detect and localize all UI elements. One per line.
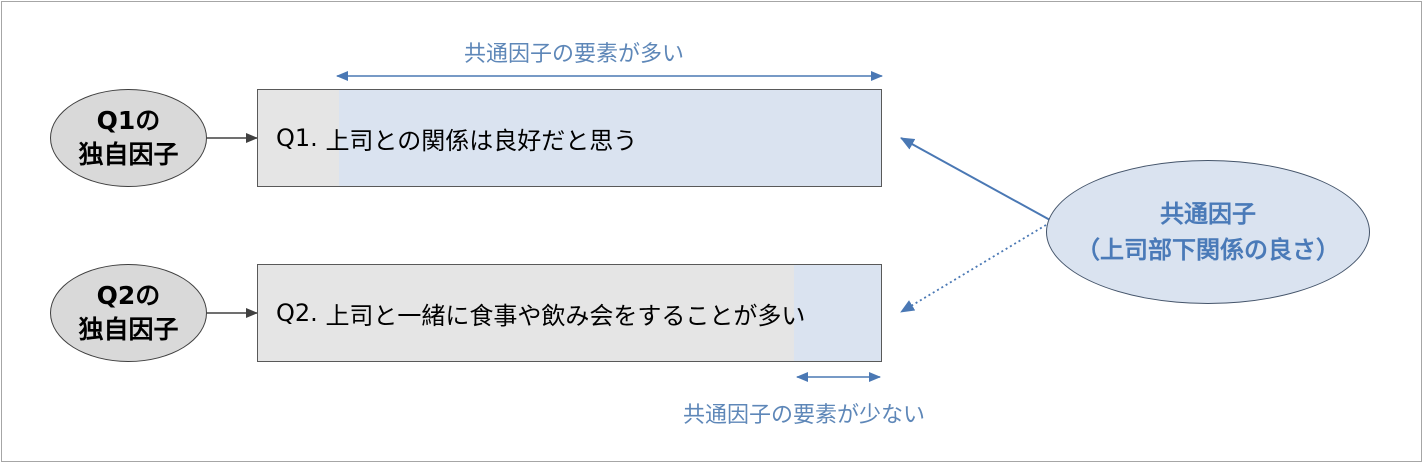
q1-unique-line1: Q1の [96, 106, 161, 135]
q1-question: Q1. 上司との関係は良好だと思う [276, 90, 637, 186]
q1-text: 上司との関係は良好だと思う [325, 126, 638, 155]
common-to-q1-arrow [900, 137, 1051, 221]
q2-question: Q2. 上司と一緒に食事や飲み会をすることが多い [276, 265, 805, 361]
q2-unique-factor: Q2の 独自因子 [50, 264, 207, 362]
q1-label: Q1. [276, 124, 318, 152]
q2-unique-line1: Q2の [96, 281, 161, 310]
bottom-annotation: 共通因子の要素が少ない [683, 403, 926, 428]
q1-bar: Q1. 上司との関係は良好だと思う [257, 89, 882, 187]
q2-label: Q2. [276, 299, 318, 327]
q1-unique-line2: 独自因子 [78, 140, 179, 169]
common-factor: 共通因子 （上司部下関係の良さ） [1046, 160, 1370, 304]
q2-text: 上司と一緒に食事や飲み会をすることが多い [325, 301, 806, 330]
q1-common-portion [339, 90, 881, 186]
q2-unique-line2: 独自因子 [78, 315, 179, 344]
q2-common-portion [793, 265, 881, 361]
top-annotation: 共通因子の要素が多い [464, 42, 685, 67]
q1-unique-factor: Q1の 独自因子 [50, 89, 207, 187]
q2-bar: Q2. 上司と一緒に食事や飲み会をすることが多い [257, 264, 882, 362]
common-to-q2-arrow [900, 224, 1047, 313]
common-factor-line1: 共通因子 [1160, 200, 1256, 228]
common-factor-line2: （上司部下関係の良さ） [1076, 236, 1340, 264]
